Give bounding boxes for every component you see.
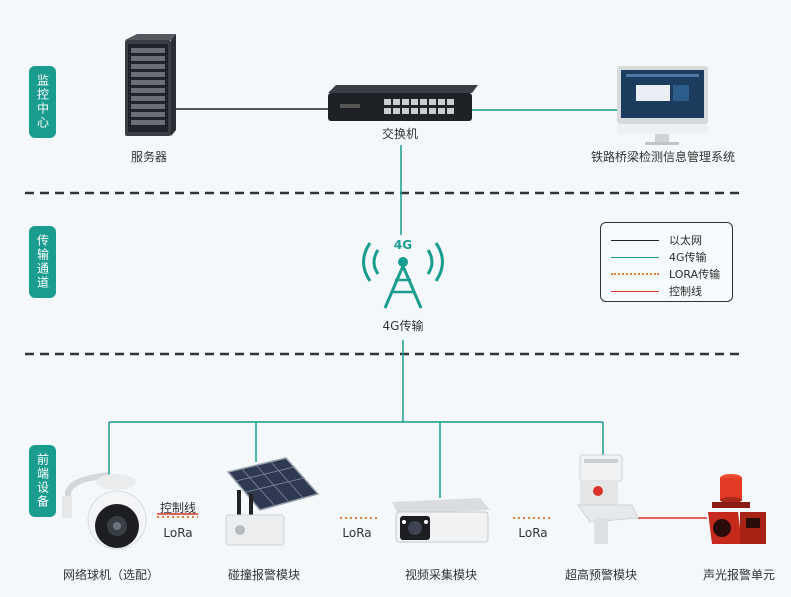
legend-item-lora: LORA传输 <box>611 266 720 282</box>
siren-icon <box>708 474 766 544</box>
legend-item-control: 控制线 <box>611 283 702 299</box>
legend-swatch-control <box>611 290 659 292</box>
label-height-warning: 超高预警模块 <box>564 568 638 582</box>
server-icon <box>125 34 176 136</box>
legend-item-4g: 4G传输 <box>611 249 707 265</box>
label-lora-3: LoRa <box>518 526 548 540</box>
legend-label-lora: LORA传输 <box>669 268 721 281</box>
tower-icon <box>362 242 444 309</box>
label-server: 服务器 <box>130 150 168 164</box>
legend-label-control: 控制线 <box>669 285 702 298</box>
label-control-line: 控制线 <box>159 501 197 515</box>
label-dome-camera: 网络球机（选配） <box>62 568 160 582</box>
zone-monitoring-center: 监控中心 <box>29 66 56 138</box>
legend-swatch-4g <box>611 256 659 258</box>
label-video-capture: 视频采集模块 <box>404 568 478 582</box>
monitor-icon <box>617 66 708 145</box>
switch-icon <box>328 85 478 121</box>
zone-frontend: 前端设备 <box>29 445 56 517</box>
legend: 以太网 4G传输 LORA传输 控制线 <box>600 222 733 302</box>
legend-label-ethernet: 以太网 <box>669 234 702 247</box>
label-collision-alarm: 碰撞报警模块 <box>227 568 301 582</box>
legend-swatch-ethernet <box>611 239 659 241</box>
legend-label-4g: 4G传输 <box>669 251 707 264</box>
label-lora-1: LoRa <box>163 526 193 540</box>
label-sound-light-alarm: 声光报警单元 <box>702 568 776 582</box>
label-management-system: 铁路桥梁检测信息管理系统 <box>590 150 736 164</box>
label-lora-2: LoRa <box>342 526 372 540</box>
zone-transmission: 传输通道 <box>29 226 56 298</box>
legend-swatch-lora <box>611 273 659 275</box>
collision-alarm-icon <box>225 457 320 546</box>
legend-item-ethernet: 以太网 <box>611 232 702 248</box>
tower-badge: 4G <box>393 238 413 252</box>
dome-camera-icon <box>62 472 147 550</box>
height-warning-icon <box>577 454 639 544</box>
label-switch: 交换机 <box>381 127 419 141</box>
label-4g-transmission: 4G传输 <box>382 319 424 333</box>
video-camera-icon <box>392 498 490 543</box>
